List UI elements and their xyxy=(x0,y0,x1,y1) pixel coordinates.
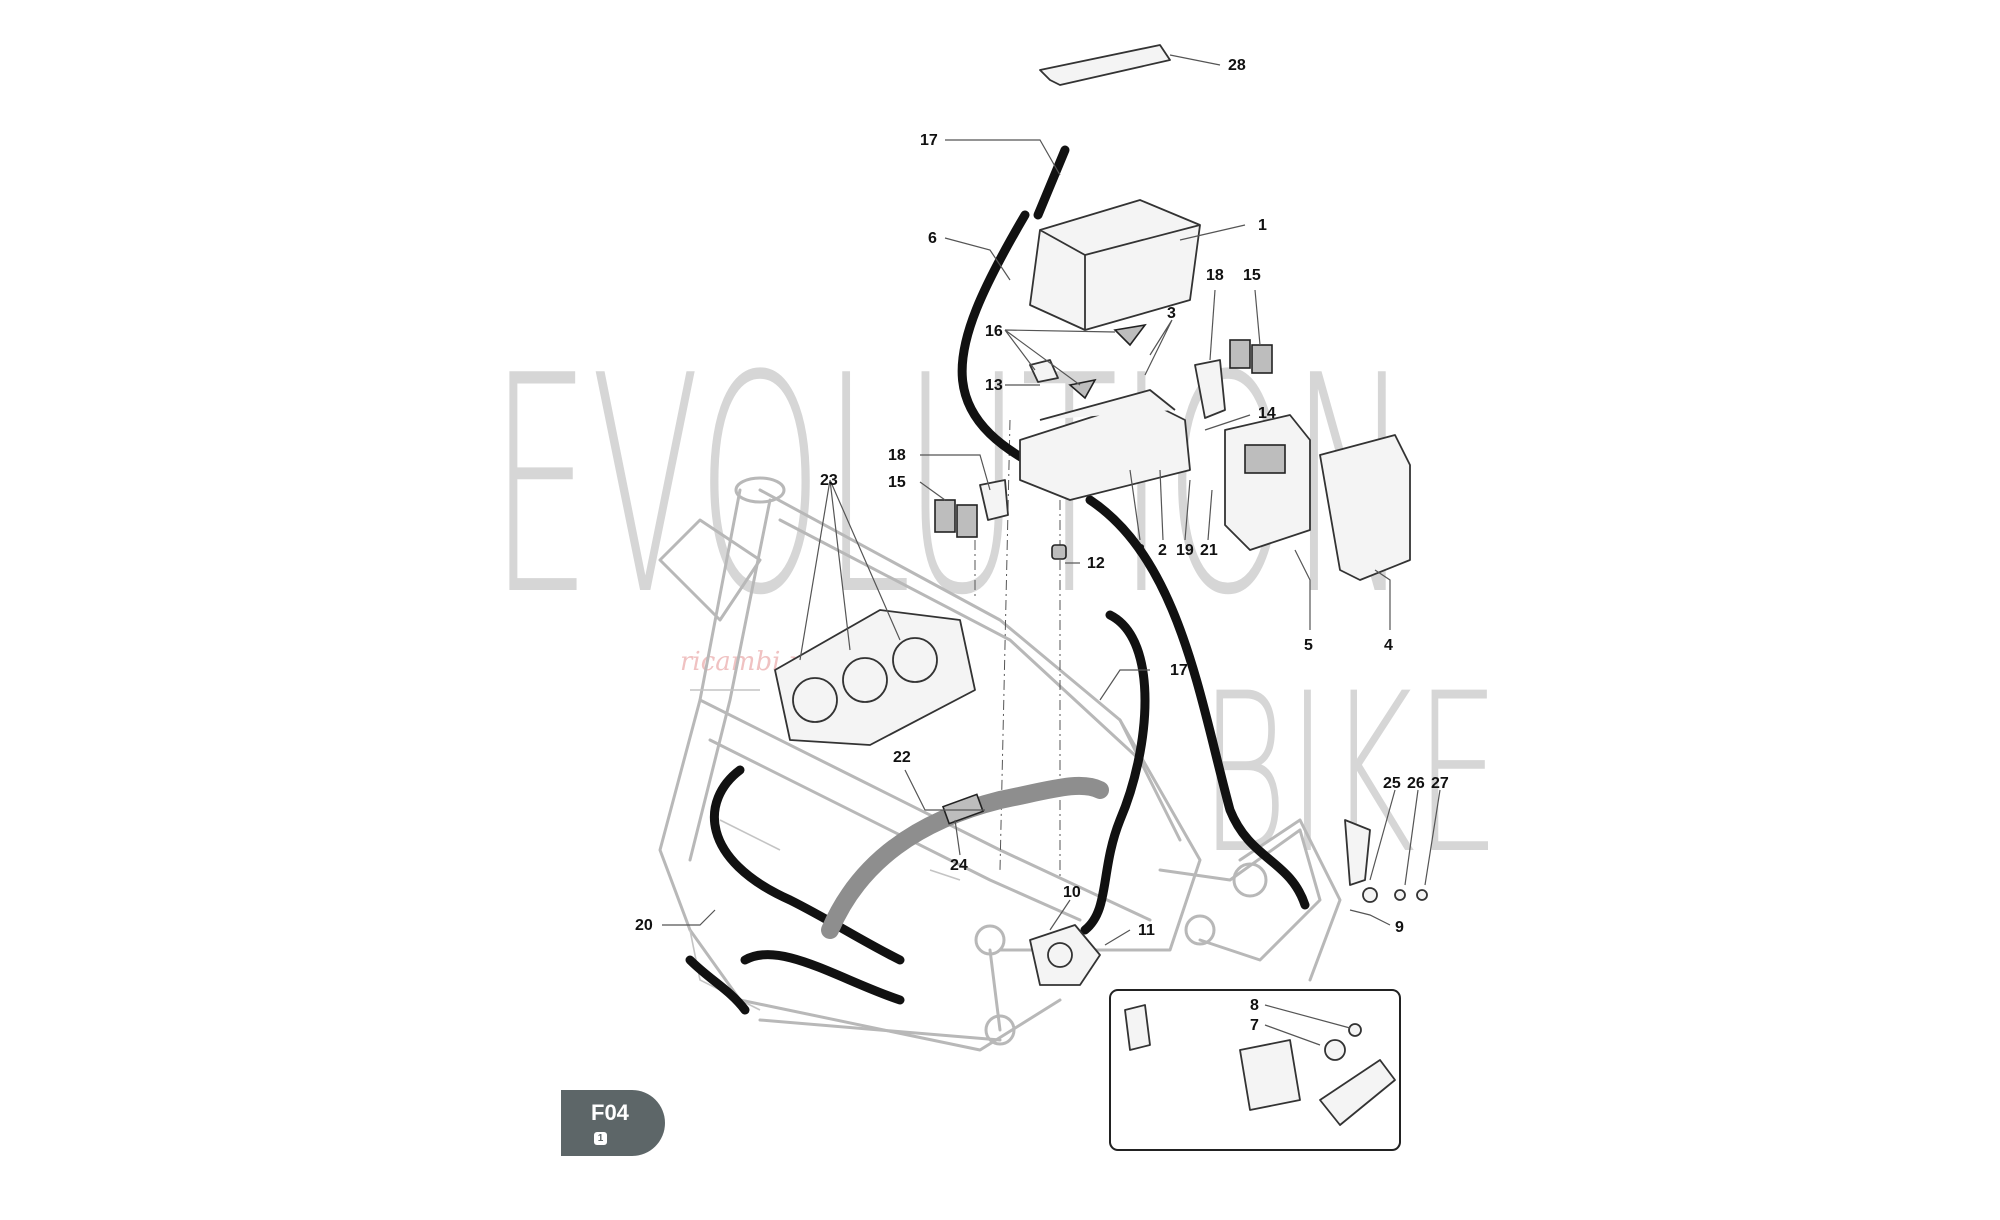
callout-22: 22 xyxy=(893,749,911,766)
callout-28: 28 xyxy=(1228,57,1246,74)
callout-15-lower: 15 xyxy=(888,474,906,491)
figure-code: F04 xyxy=(591,1100,629,1125)
callout-9: 9 xyxy=(1395,919,1404,936)
cable-17-lower xyxy=(1085,495,1310,910)
callout-13: 13 xyxy=(985,377,1003,394)
valve-24 xyxy=(941,793,985,825)
callout-19: 19 xyxy=(1176,542,1194,559)
callout-12: 12 xyxy=(1087,555,1105,572)
bracket-18-upper xyxy=(1194,359,1226,419)
callout-10: 10 xyxy=(1063,884,1081,901)
ecu-cover-4 xyxy=(1319,434,1411,581)
relays-15-lower xyxy=(934,499,978,538)
callout-2: 2 xyxy=(1158,542,1167,559)
figure-badge: F04 1 xyxy=(561,1090,665,1156)
battery-1 xyxy=(1029,199,1201,331)
figure-page: 1 xyxy=(594,1132,607,1145)
callout-11: 11 xyxy=(1138,922,1155,939)
callout-18-upper: 18 xyxy=(1206,267,1224,284)
callout-17-lower: 17 xyxy=(1170,662,1188,679)
rubber-block-16a xyxy=(1113,323,1147,347)
callout-26: 26 xyxy=(1407,775,1425,792)
cable-17-upper xyxy=(1033,145,1070,220)
callout-15-upper: 15 xyxy=(1243,267,1261,284)
callout-25: 25 xyxy=(1383,775,1401,792)
battery-strap-28 xyxy=(1039,44,1171,86)
callout-27: 27 xyxy=(1431,775,1449,792)
hose-20-b xyxy=(685,955,750,1015)
callout-6: 6 xyxy=(928,230,937,247)
callout-1: 1 xyxy=(1258,217,1267,234)
callout-18-lower: 18 xyxy=(888,447,906,464)
leader-lines xyxy=(662,54,1441,1046)
callout-16: 16 xyxy=(985,323,1003,340)
starter-10 xyxy=(1029,924,1101,986)
pad-13 xyxy=(1029,359,1059,383)
grommet-12 xyxy=(1051,544,1067,560)
callout-23: 23 xyxy=(820,472,838,489)
callout-3-lower: 3 xyxy=(1136,542,1145,559)
callout-4: 4 xyxy=(1384,637,1393,654)
callout-21: 21 xyxy=(1200,542,1218,559)
rubber-block-16b xyxy=(1068,378,1097,400)
cables xyxy=(685,145,1345,1147)
callout-7: 7 xyxy=(1250,1017,1259,1034)
cable-22 xyxy=(1080,610,1150,935)
callout-14: 14 xyxy=(1258,405,1276,422)
callout-8: 8 xyxy=(1250,997,1259,1014)
callout-17-upper: 17 xyxy=(920,132,938,149)
callout-24: 24 xyxy=(950,857,968,874)
battery-tray-2 xyxy=(1019,389,1191,501)
callout-labels: 28 17 6 1 18 15 3 16 13 14 18 15 23 3 2 … xyxy=(635,57,1449,1034)
cable-6 xyxy=(957,210,1070,485)
hose-20-c xyxy=(740,950,905,1005)
hose-20-a xyxy=(709,765,905,965)
throttle-body-23 xyxy=(774,609,976,746)
callout-5: 5 xyxy=(1304,637,1313,654)
relays-15-upper xyxy=(1229,339,1273,374)
callout-3-upper: 3 xyxy=(1167,305,1176,322)
callout-20: 20 xyxy=(635,917,653,934)
clip-assembly-25-27 xyxy=(1344,819,1428,903)
bracket-18-lower xyxy=(979,479,1009,521)
ecu-5 xyxy=(1224,414,1311,551)
inset-ground-detail xyxy=(1109,989,1401,1151)
watermark: EVOLUTION BIKE ricambi moto xyxy=(490,312,1500,902)
